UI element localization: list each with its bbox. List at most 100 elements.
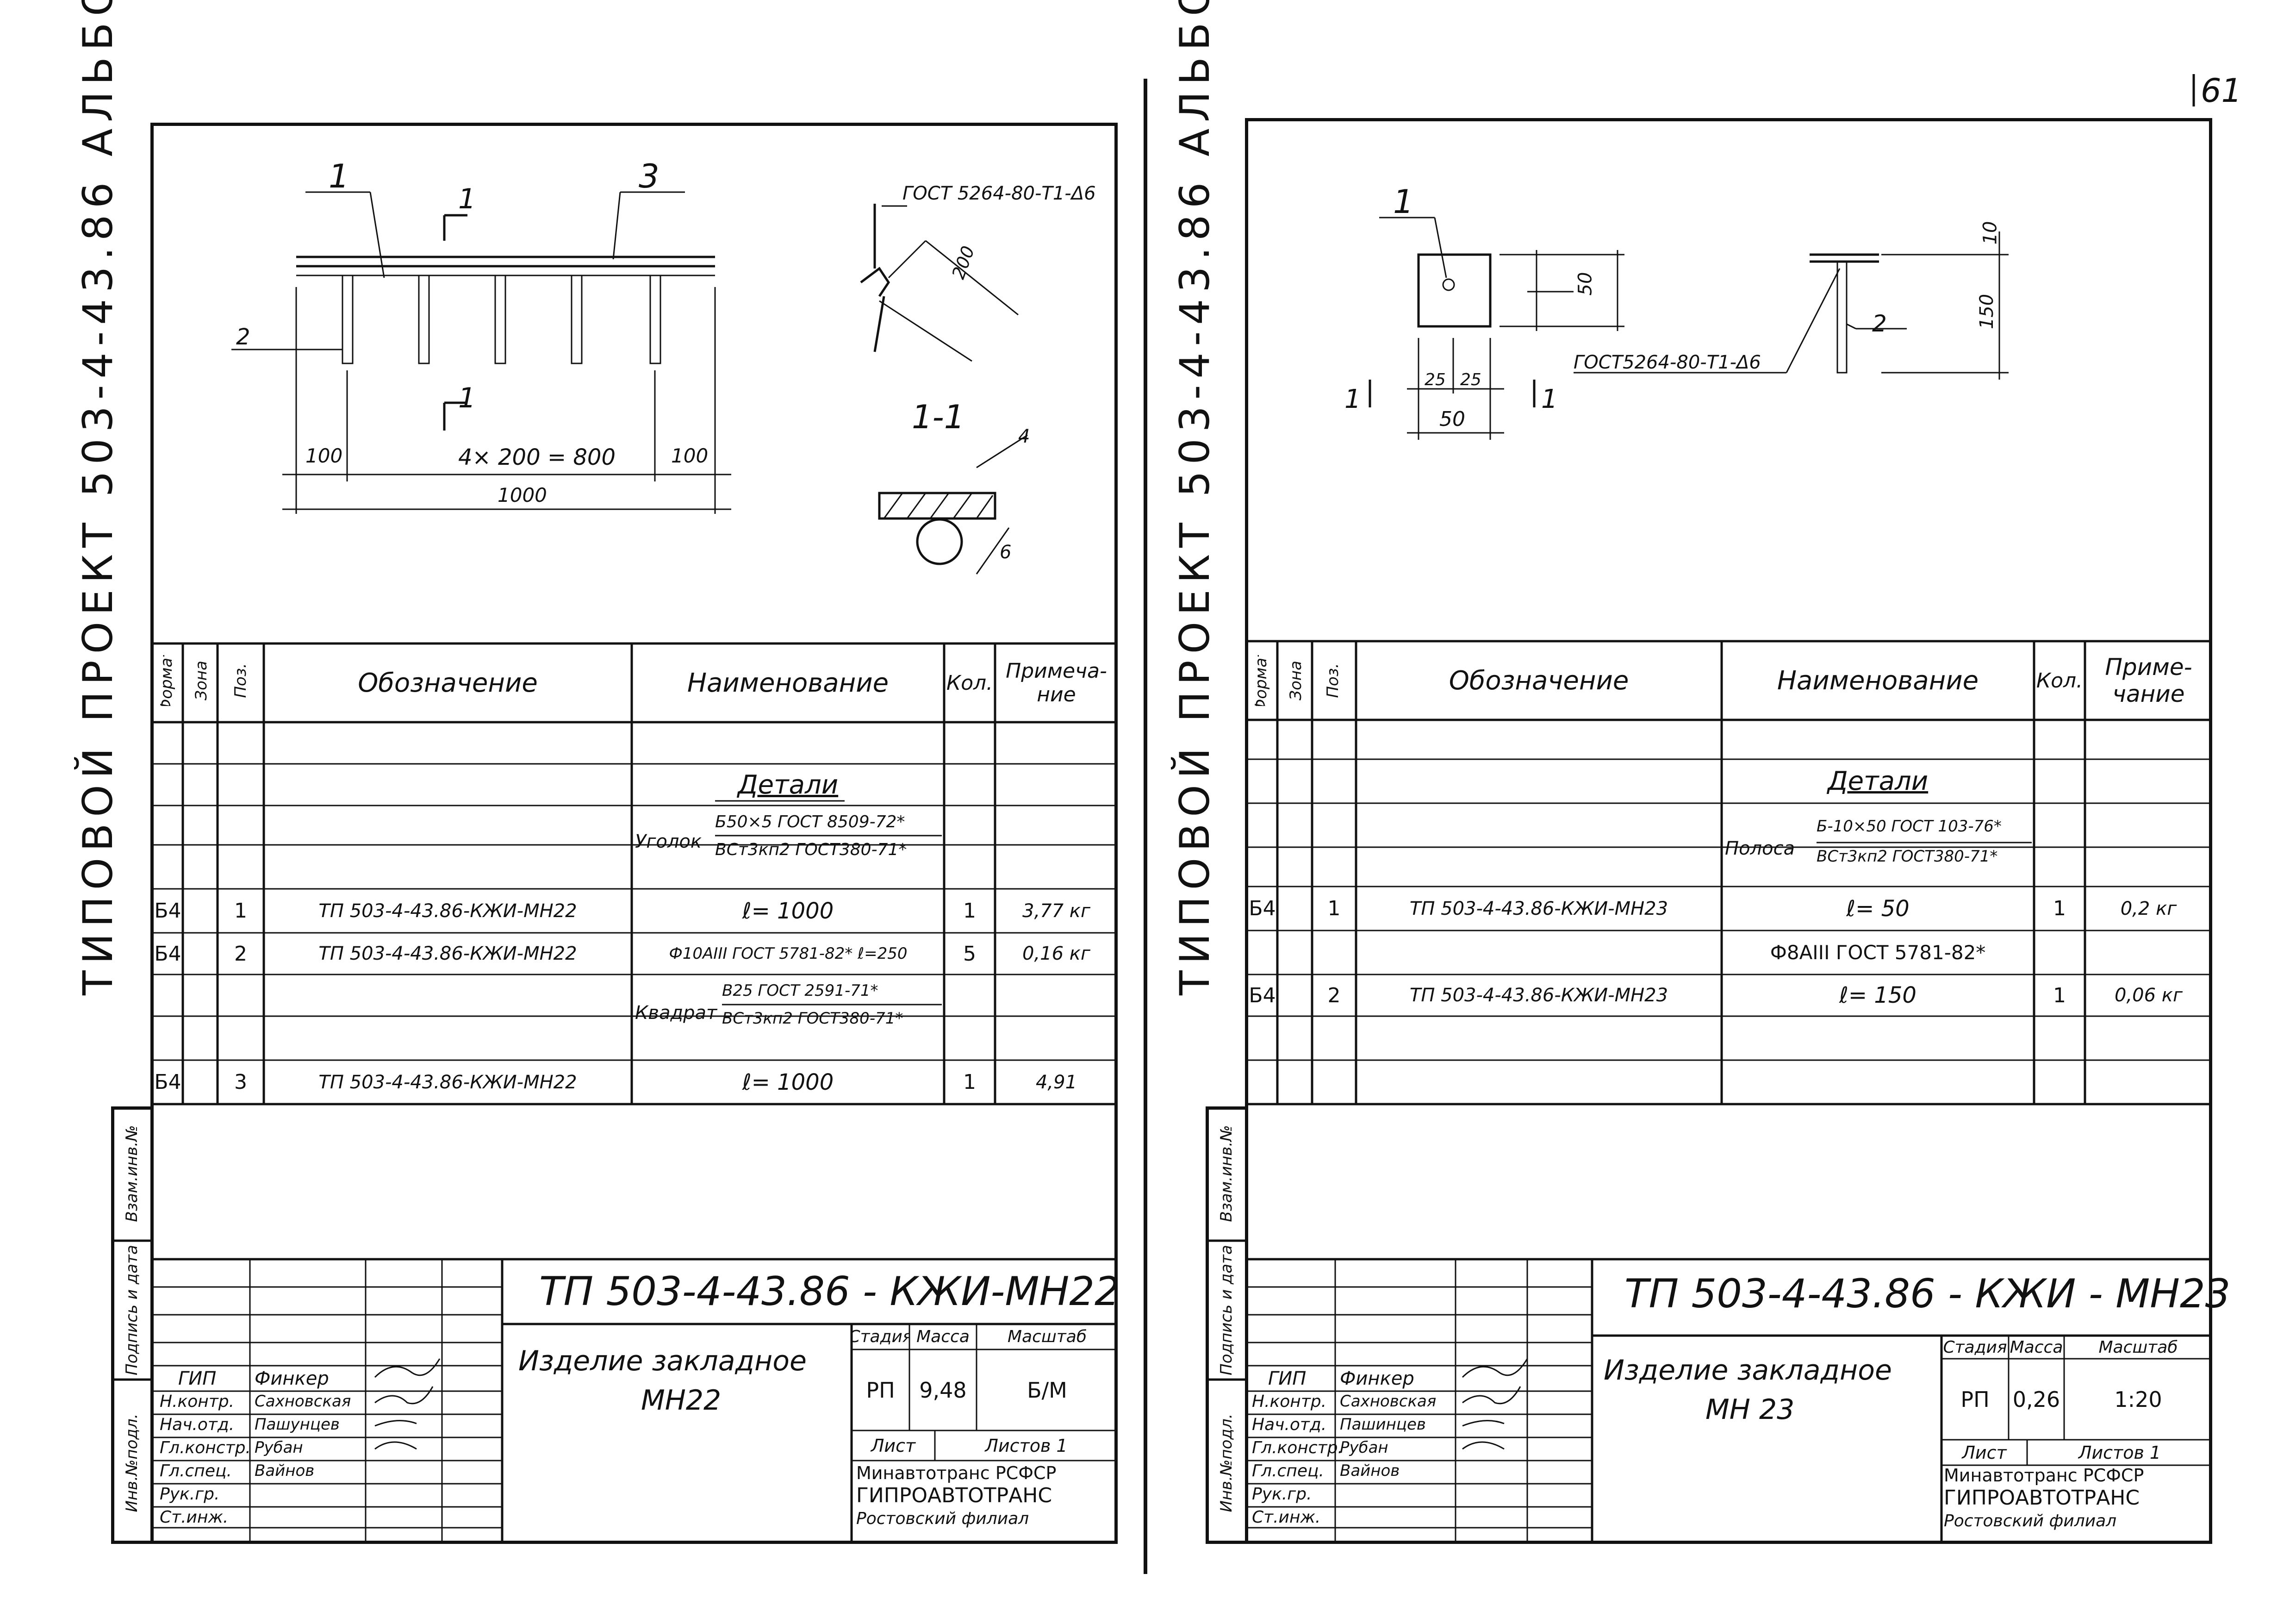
left-hdr-designation: Обозначение (358, 668, 538, 698)
right-row1-name: ℓ= 50 (1846, 895, 1910, 922)
right-dim-50-bottom: 50 (1439, 407, 1465, 431)
left-hdr-name: Наименование (687, 668, 889, 698)
right-row3-fmt: Б4 (1249, 983, 1276, 1007)
right-row1-pos: 1 (1327, 897, 1341, 920)
right-binding-strip (1206, 1106, 1248, 1544)
left-section-dim-4: 4 (1018, 426, 1030, 447)
left-row2-note: 0,16 кг (1022, 943, 1090, 964)
right-hdr-qty: Кол. (2036, 668, 2083, 693)
left-row2-name: Ф10АIII ГОСТ 5781-82* ℓ=250 (669, 944, 908, 963)
right-row3-des: ТП 503-4-43.86-КЖИ-МН23 (1409, 985, 1668, 1006)
right-row2-name: Ф8АIII ГОСТ 5781-82* (1770, 941, 1986, 964)
left-row1-pos: 1 (234, 899, 247, 923)
left-dim-100-left: 100 (305, 444, 343, 467)
left-row0-prefix: Уголок (635, 831, 702, 852)
left-spec-table-grid (153, 642, 1118, 1106)
right-scale-header: Масштаб (2098, 1337, 2178, 1357)
left-row4-note: 4,91 (1035, 1071, 1077, 1093)
left-pos2-label: 2 (236, 324, 250, 350)
left-row2-fmt: Б4 (154, 942, 181, 966)
left-org3: Ростовский филиал (856, 1509, 1029, 1528)
left-binding-lines (111, 1239, 153, 1381)
left-row3-prefix: Квадрат (635, 1002, 717, 1024)
right-role-4: Гл.спец. (1252, 1462, 1324, 1480)
right-cut-mark-left: 1 (1344, 384, 1361, 414)
left-row1-note: 3,77 кг (1022, 900, 1090, 922)
left-doc-code: ТП 503-4-43.86 - КЖИ-МН22 (539, 1268, 1120, 1315)
left-role-5: Рук.гр. (160, 1485, 220, 1504)
left-row0-fraction-line (715, 835, 942, 837)
left-drawing (231, 191, 1028, 575)
left-doc-title2: МН22 (641, 1384, 722, 1417)
left-scale-value: Б/М (1027, 1377, 1067, 1403)
left-sheet-header: Лист (871, 1435, 916, 1456)
left-title-block-grid (153, 1258, 1118, 1544)
right-dim-25b: 25 (1460, 370, 1481, 389)
right-section-title: Детали (1827, 766, 1929, 796)
left-cut-mark-bottom: 1 (458, 382, 476, 414)
left-dim-100-right: 100 (671, 444, 709, 467)
right-mass-value: 0,26 (2012, 1387, 2060, 1412)
left-cut-mark-top: 1 (458, 183, 476, 215)
left-name-3: Рубан (255, 1438, 303, 1457)
left-row3-bot: ВСт3кп2 ГОСТ380-71* (722, 1009, 903, 1028)
left-pos1-label: 1 (329, 157, 349, 195)
left-row4-fmt: Б4 (154, 1070, 181, 1094)
left-section-dim-6: 6 (1000, 542, 1012, 563)
right-row0-prefix: Полоса (1725, 838, 1795, 859)
right-row1-fmt: Б4 (1249, 897, 1276, 920)
left-stage-value: РП (866, 1377, 895, 1403)
right-row0-bot: ВСт3кп2 ГОСТ380-71* (1817, 847, 1998, 866)
left-row2-pos: 2 (234, 942, 247, 966)
right-sheet (1245, 118, 2212, 1544)
right-cut-mark-right: 1 (1541, 384, 1558, 414)
left-hdr-qty: Кол. (946, 671, 993, 695)
right-row1-des: ТП 503-4-43.86-КЖИ-МН23 (1409, 898, 1668, 919)
left-pos3-label: 3 (639, 157, 660, 195)
left-row1-qty: 1 (963, 899, 976, 923)
right-dim-25a: 25 (1425, 370, 1446, 389)
left-row3-fraction-line (722, 1004, 942, 1006)
left-row1-des: ТП 503-4-43.86-КЖИ-МН22 (318, 900, 577, 922)
right-row0-top: Б-10×50 ГОСТ 103-76* (1817, 817, 2002, 836)
right-sheet-header: Лист (1962, 1442, 2007, 1463)
left-role-2: Нач.отд. (160, 1415, 235, 1434)
right-name-2: Пашинцев (1340, 1415, 1426, 1434)
left-section-label: 1-1 (912, 398, 965, 436)
right-doc-title2: МН 23 (1705, 1393, 1795, 1426)
left-role-0: ГИП (178, 1368, 217, 1389)
page-number: 61 (2201, 72, 2242, 110)
right-name-1: Сахновская (1340, 1392, 1437, 1411)
left-section-title: Детали (737, 769, 839, 800)
right-row1-note: 0,2 кг (2120, 898, 2177, 919)
left-scale-header: Масштаб (1007, 1327, 1087, 1346)
right-doc-title1: Изделие закладное (1604, 1354, 1892, 1387)
right-name-4: Вайнов (1340, 1462, 1400, 1480)
right-pos2-label: 2 (1872, 310, 1887, 337)
right-row3-name: ℓ= 150 (1839, 982, 1916, 1008)
right-hdr-note: Приме-чание (2105, 654, 2192, 707)
left-role-3: Гл.констр. (160, 1438, 251, 1457)
right-role-0: ГИП (1268, 1368, 1307, 1389)
right-role-6: Ст.инж. (1252, 1508, 1321, 1527)
right-role-3: Гл.констр. (1252, 1438, 1343, 1457)
right-role-1: Н.контр. (1252, 1392, 1327, 1411)
left-row4-name: ℓ= 1000 (742, 1069, 834, 1095)
left-dim-total: 1000 (498, 484, 547, 506)
left-sheets-header: Листов 1 (985, 1435, 1068, 1456)
left-org1: Минавтотранс РСФСР (856, 1463, 1057, 1483)
left-sheet (150, 123, 1118, 1544)
right-mass-header: Масса (2010, 1337, 2063, 1357)
right-scale-value: 1:20 (2114, 1387, 2162, 1412)
left-stage-header: Стадия (852, 1327, 909, 1346)
right-sheets-header: Листов 1 (2078, 1442, 2161, 1463)
left-org2: ГИПРОАВТОТРАНС (856, 1484, 1052, 1507)
left-weld-note: ГОСТ 5264-80-Т1-Δ6 (902, 183, 1096, 204)
right-org1: Минавтотранс РСФСР (1944, 1465, 2144, 1486)
left-row4-pos: 3 (234, 1070, 247, 1094)
right-org3: Ростовский филиал (1944, 1512, 2117, 1530)
right-name-0: Финкер (1340, 1368, 1414, 1389)
